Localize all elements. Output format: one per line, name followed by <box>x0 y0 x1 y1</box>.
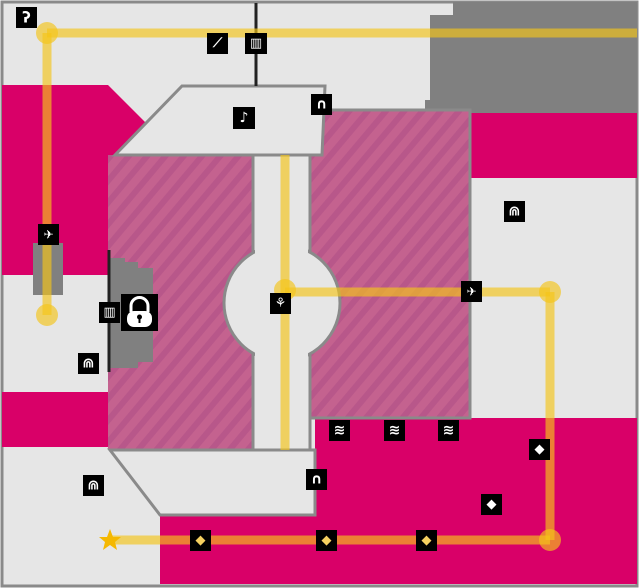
svg-text:✈: ✈ <box>43 228 53 242</box>
fountain-icon[interactable]: ⋒ <box>78 353 99 374</box>
star-icon <box>99 529 121 550</box>
svg-text:≋: ≋ <box>334 423 346 439</box>
hatched-area-right <box>308 108 472 420</box>
runner-icon[interactable]: ⚘ <box>270 293 291 314</box>
svg-text:∩: ∩ <box>311 472 322 488</box>
lock-icon[interactable] <box>121 294 158 331</box>
route-waypoint <box>36 22 58 44</box>
svg-text:◆: ◆ <box>322 533 332 548</box>
hook-icon[interactable]: ʔ <box>16 7 37 28</box>
block-icon[interactable]: ◆ <box>529 439 550 460</box>
svg-text:✈: ✈ <box>466 285 476 299</box>
route-waypoint <box>539 529 561 551</box>
wind-icon[interactable]: ≋ <box>384 420 405 441</box>
svg-text:∩: ∩ <box>316 97 327 113</box>
cage-icon[interactable]: ▥ <box>99 302 120 323</box>
svg-text:ʔ: ʔ <box>22 9 31 27</box>
svg-text:♪: ♪ <box>240 110 249 126</box>
room-bottom <box>106 448 317 517</box>
door-icon[interactable]: ∩ <box>311 94 332 115</box>
hazard-area-bottom-left <box>2 392 108 447</box>
fountain-icon[interactable]: ⋒ <box>83 475 104 496</box>
svg-text:⋒: ⋒ <box>88 478 100 494</box>
wind-icon[interactable]: ≋ <box>438 420 459 441</box>
svg-text:≋: ≋ <box>443 423 455 439</box>
block-icon[interactable]: ◆ <box>316 530 337 551</box>
route-waypoint <box>36 304 58 326</box>
svg-text:◆: ◆ <box>422 533 432 548</box>
svg-text:▥: ▥ <box>103 305 115 320</box>
svg-text:⋒: ⋒ <box>83 356 95 372</box>
svg-text:⚘: ⚘ <box>275 296 287 311</box>
svg-text:◆: ◆ <box>196 533 206 548</box>
block-icon[interactable]: ◆ <box>416 530 437 551</box>
svg-text:⟋: ⟋ <box>212 36 223 51</box>
glider-icon[interactable]: ✈ <box>461 281 482 302</box>
music-icon[interactable]: ♪ <box>233 107 255 129</box>
svg-text:⋒: ⋒ <box>509 204 521 220</box>
cage-icon[interactable]: ▥ <box>245 33 267 54</box>
fountain-icon[interactable]: ⋒ <box>504 201 525 222</box>
svg-text:◆: ◆ <box>487 497 497 512</box>
block-icon[interactable]: ◆ <box>481 494 502 515</box>
door-icon[interactable]: ∩ <box>306 469 327 490</box>
wind-icon[interactable]: ≋ <box>329 420 350 441</box>
slide-icon[interactable]: ⟋ <box>207 33 228 54</box>
glider-icon[interactable]: ✈ <box>38 224 59 245</box>
svg-text:▥: ▥ <box>250 36 262 51</box>
route-waypoint <box>539 281 561 303</box>
hazard-area-right <box>470 113 637 178</box>
svg-text:≋: ≋ <box>389 423 401 439</box>
room-top <box>111 84 327 157</box>
svg-text:◆: ◆ <box>535 442 545 457</box>
block-icon[interactable]: ◆ <box>190 530 211 551</box>
blocked-area-top-right <box>425 2 637 113</box>
